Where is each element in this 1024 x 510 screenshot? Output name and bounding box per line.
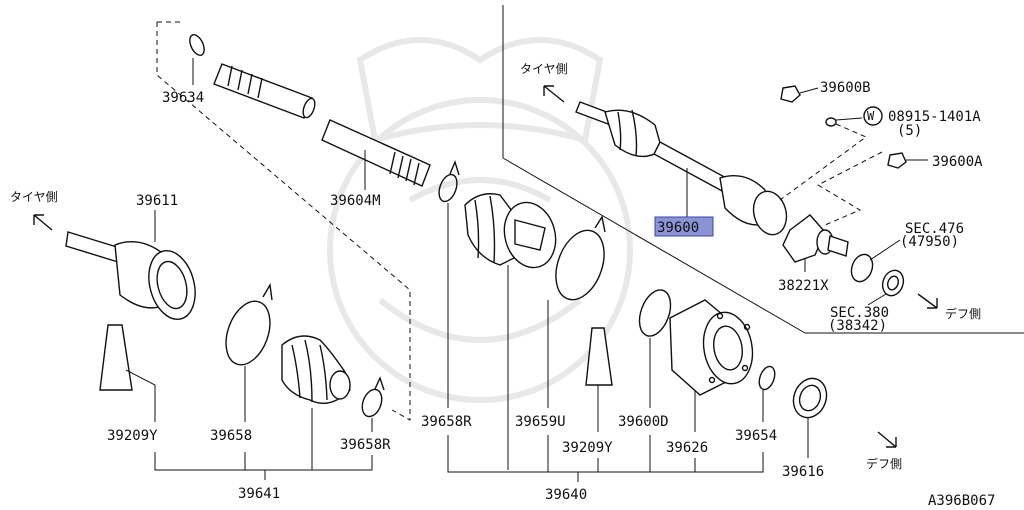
label-sec380: SEC.380 xyxy=(830,305,889,321)
part-39659U-band[interactable]: 39659U xyxy=(515,215,613,430)
diagram-ref-code: A396B067 xyxy=(928,493,995,509)
part-boot-outer[interactable] xyxy=(281,335,351,404)
label-39209Y-left: 39209Y xyxy=(107,428,158,444)
label-diff-side-right: デフ側 xyxy=(945,306,981,321)
arrow-up-left-icon-2 xyxy=(543,85,565,103)
part-39600A-bolt[interactable]: 39600A xyxy=(887,152,983,170)
label-39640: 39640 xyxy=(545,487,587,503)
part-39654-circlip[interactable]: 39654 xyxy=(735,364,778,444)
label-39634: 39634 xyxy=(162,90,204,106)
label-39658R-lower: 39658R xyxy=(340,437,391,453)
part-39626-housing[interactable]: 39626 xyxy=(666,299,758,456)
label-38221X: 38221X xyxy=(778,278,829,294)
part-39634-snap-ring[interactable]: 39634 xyxy=(162,32,207,106)
part-39600B-nut[interactable]: 39600B xyxy=(780,80,871,103)
part-39600-shaft-assembly[interactable]: 39600 xyxy=(575,101,791,238)
label-08915: 08915-1401A xyxy=(888,109,981,125)
part-39209Y-grease-left[interactable]: 39209Y xyxy=(99,324,158,444)
dashed-group-outline xyxy=(156,21,411,421)
section-frame xyxy=(502,5,1024,334)
label-sec380-ref: (38342) xyxy=(828,318,887,334)
arrow-down-right-icon xyxy=(877,431,897,448)
part-39658R-lower-band[interactable]: 39658R xyxy=(340,376,391,453)
label-39626: 39626 xyxy=(666,440,708,456)
label-tire-side-left: タイヤ側 xyxy=(10,190,58,204)
label-39616: 39616 xyxy=(782,464,824,480)
label-39658R: 39658R xyxy=(421,414,472,430)
part-39604M-shaft[interactable]: 39604M xyxy=(213,63,431,209)
part-39611-cv-joint[interactable]: 39611 xyxy=(65,193,202,325)
label-39600D: 39600D xyxy=(618,414,669,430)
label-39654: 39654 xyxy=(735,428,777,444)
label-sec476-ref: (47950) xyxy=(900,234,959,250)
label-39641: 39641 xyxy=(238,486,280,502)
part-08915-washer[interactable]: W 08915-1401A (5) xyxy=(825,106,981,139)
part-38221X-flange[interactable]: 38221X xyxy=(778,214,849,294)
label-39611: 39611 xyxy=(136,193,178,209)
label-39600A: 39600A xyxy=(932,154,983,170)
label-tire-side-upper: タイヤ側 xyxy=(520,62,568,76)
label-39209Y-mid: 39209Y xyxy=(562,440,613,456)
part-39658-boot-band[interactable]: 39658 xyxy=(210,282,278,444)
part-sec380-seal[interactable]: SEC.380 (38342) xyxy=(828,267,907,334)
label-39600: 39600 xyxy=(657,220,699,236)
direction-tire-side-left: タイヤ側 xyxy=(10,190,58,231)
direction-diff-side-right: デフ側 xyxy=(917,293,981,321)
part-39209Y-grease-mid[interactable]: 39209Y xyxy=(562,327,613,456)
label-08915-qty: (5) xyxy=(897,123,922,139)
part-sec476-bearing[interactable]: SEC.476 (47950) xyxy=(848,221,964,285)
label-39658: 39658 xyxy=(210,428,252,444)
label-sec476: SEC.476 xyxy=(905,221,964,237)
label-39659U: 39659U xyxy=(515,414,566,430)
label-diff-side-lower: デフ側 xyxy=(866,456,902,471)
arrow-down-right-icon-2 xyxy=(917,293,938,309)
part-39658R-band[interactable]: 39658R xyxy=(421,159,472,430)
watermark-emblem xyxy=(327,37,633,403)
dashed-fastener-guides xyxy=(779,123,883,226)
label-39600B: 39600B xyxy=(820,80,871,96)
direction-diff-side-lower: デフ側 xyxy=(866,431,902,471)
part-39600D-snap-ring[interactable]: 39600D xyxy=(618,286,676,430)
part-boot-inner[interactable] xyxy=(464,193,563,470)
arrow-up-left-icon xyxy=(33,214,53,231)
highlight-39600 xyxy=(654,216,714,237)
direction-tire-side-upper: タイヤ側 xyxy=(520,62,568,103)
label-39604M: 39604M xyxy=(330,193,381,209)
part-39616-seal[interactable]: 39616 xyxy=(782,374,832,480)
label-washer-mark: W xyxy=(867,109,875,123)
bracket-39641: 39641 xyxy=(154,408,373,502)
washer-circle-icon xyxy=(863,106,883,126)
bracket-39640: 39640 xyxy=(447,435,764,503)
